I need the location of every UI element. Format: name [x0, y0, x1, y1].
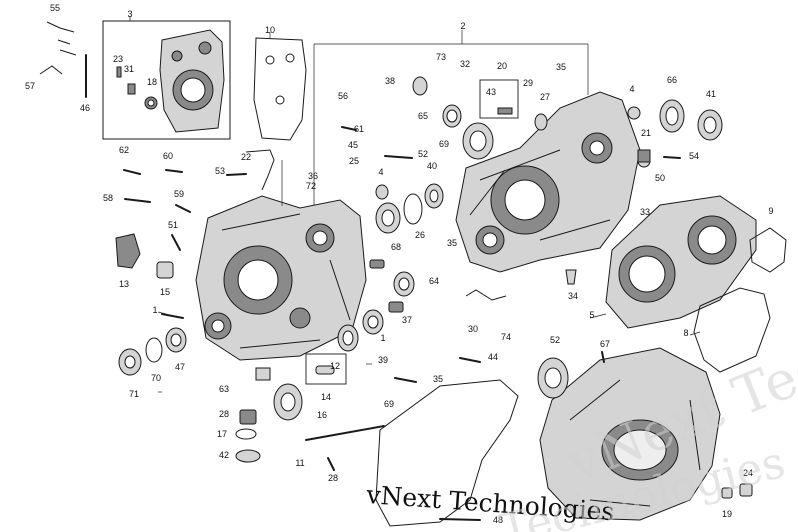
callout-22: 22: [241, 152, 251, 162]
callout-8: 8: [683, 328, 688, 338]
callout-23: 23: [113, 54, 123, 64]
callout-2: 2: [460, 21, 465, 31]
bolts: [85, 54, 681, 521]
callout-56: 56: [338, 91, 348, 101]
callout-51: 51: [168, 220, 178, 230]
sleeve-15: [156, 261, 174, 279]
callout-66: 66: [667, 75, 677, 85]
callout-35: 35: [447, 238, 457, 248]
callout-15: 15: [160, 287, 170, 297]
callout-14: 14: [321, 392, 331, 402]
callout-68: 68: [391, 242, 401, 252]
callout-27: 27: [540, 92, 550, 102]
callout-20: 20: [497, 61, 507, 71]
callout-24: 24: [743, 468, 753, 478]
callout-44: 44: [488, 352, 498, 362]
callout-57: 57: [25, 81, 35, 91]
callout-30: 30: [468, 324, 478, 334]
callout-18: 18: [147, 77, 157, 87]
callout-54: 54: [689, 151, 699, 161]
callout-5: 5: [589, 310, 594, 320]
callout-74: 74: [501, 332, 511, 342]
callout-71: 71: [129, 389, 139, 399]
callout-60: 60: [163, 151, 173, 161]
callout-46: 46: [80, 103, 90, 113]
callout-69: 69: [384, 399, 394, 409]
callout-50: 50: [655, 173, 665, 183]
callout-28: 28: [219, 409, 229, 419]
callout-25: 25: [349, 156, 359, 166]
callout-63: 63: [219, 384, 229, 394]
callout-28: 28: [328, 473, 338, 483]
callout-41: 41: [706, 89, 716, 99]
callout-10: 10: [265, 25, 275, 35]
gasket-8: [693, 287, 771, 373]
callout-32: 32: [460, 59, 470, 69]
callout-52: 52: [418, 149, 428, 159]
callout-45: 45: [348, 140, 358, 150]
callout-52: 52: [550, 335, 560, 345]
callout-48: 48: [493, 515, 503, 525]
callout-17: 17: [217, 429, 227, 439]
callout-9: 9: [768, 206, 773, 216]
callout-34: 34: [568, 291, 578, 301]
callout-42: 42: [219, 450, 229, 460]
callout-31: 31: [124, 64, 134, 74]
callout-59: 59: [174, 189, 184, 199]
callout-53: 53: [215, 166, 225, 176]
callout-12: 12: [330, 361, 340, 371]
callout-35: 35: [433, 374, 443, 384]
callout-58: 58: [103, 193, 113, 203]
callout-43: 43: [486, 87, 496, 97]
small-clip-parts: [39, 21, 77, 75]
callout-55: 55: [50, 3, 60, 13]
callout-19: 19: [722, 509, 732, 519]
callout-62: 62: [119, 145, 129, 155]
callout-29: 29: [523, 78, 533, 88]
callout-72: 72: [306, 181, 316, 191]
callout-65: 65: [418, 111, 428, 121]
group-box-12: [305, 353, 347, 385]
callout-13: 13: [119, 279, 129, 289]
callout-1: 1: [152, 305, 157, 315]
callout-16: 16: [317, 410, 327, 420]
callout-33: 33: [640, 207, 650, 217]
gasket-9: [749, 227, 787, 273]
callout-47: 47: [175, 362, 185, 372]
callout-36: 36: [308, 171, 318, 181]
callout-61: 61: [354, 124, 364, 134]
callout-11: 11: [295, 458, 304, 468]
cover-gasket-loop: [375, 379, 519, 527]
callout-37: 37: [402, 315, 412, 325]
bolt-34: [565, 269, 577, 285]
gasket-10: [253, 37, 307, 141]
callout-21: 21: [641, 128, 651, 138]
callout-64: 64: [429, 276, 439, 286]
bracket-13: [115, 233, 141, 269]
bearings: [118, 76, 723, 463]
callout-4: 4: [629, 84, 634, 94]
callout-73: 73: [436, 52, 446, 62]
callout-35: 35: [556, 62, 566, 72]
group-box-20: [479, 79, 519, 119]
callout-26: 26: [415, 230, 425, 240]
callout-70: 70: [151, 373, 161, 383]
callout-38: 38: [385, 76, 395, 86]
callout-4: 4: [378, 167, 383, 177]
callout-39: 39: [378, 355, 388, 365]
callout-3: 3: [127, 9, 132, 19]
callout-40: 40: [427, 161, 437, 171]
callout-1: 1: [380, 333, 385, 343]
callout-67: 67: [600, 339, 610, 349]
callout-60: 60: [0, 0, 5, 2]
callout-69: 69: [439, 139, 449, 149]
group-box-3: [102, 20, 231, 140]
